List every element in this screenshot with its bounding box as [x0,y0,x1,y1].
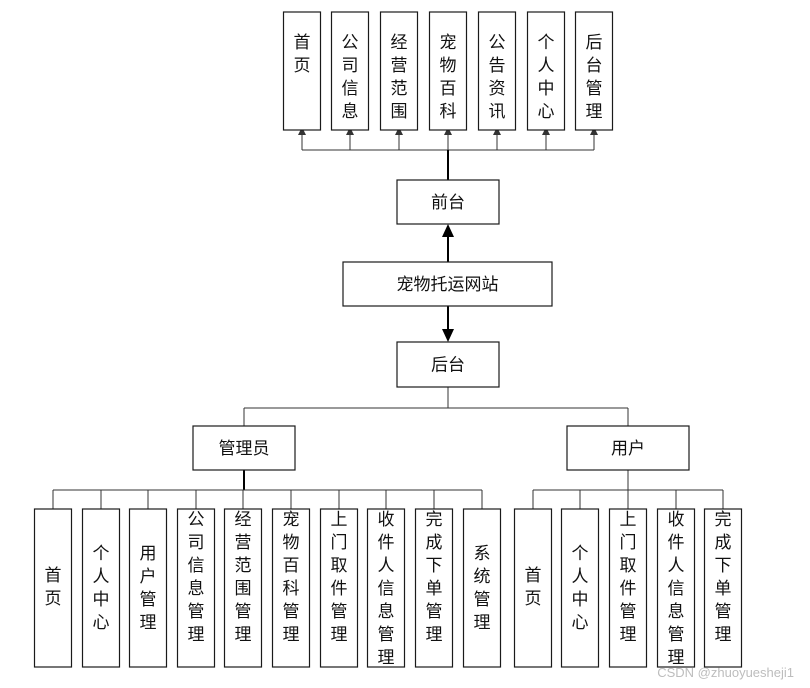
down-arrowhead [442,329,454,342]
admin-child-node-3-label: 用户管理 [140,544,157,633]
admin-child-node-8-label: 收件人信息管理 [378,510,395,668]
front-node-2: 公司信息 [330,11,370,131]
admin-node-label: 管理员 [219,439,270,459]
user-child-node-4: 收件人信息管理 [656,508,696,668]
user-child-node-2: 个人中心 [560,508,600,668]
admin-child-node-8: 收件人信息管理 [366,508,406,668]
user-child-node-3: 上门取件管理 [608,508,648,668]
front-node-2-label: 公司信息 [342,33,359,122]
admin-child-node-6-label: 宠物百科管理 [283,510,300,645]
user-node: 用户 [566,425,690,471]
root-node: 宠物托运网站 [342,261,553,307]
admin-child-node-2: 个人中心 [81,508,121,668]
front-node-3-label: 经营范围 [391,33,408,122]
admin-child-node-10-label: 系统管理 [474,544,491,633]
admin-child-node-4-label: 公司信息管理 [188,510,205,645]
user-child-node-5: 完成下单管理 [703,508,743,668]
front-node-6: 个人中心 [526,11,566,131]
user-child-node-2-label: 个人中心 [572,544,589,633]
frontend-node-label: 前台 [431,193,465,213]
backend-node: 后台 [396,341,500,388]
admin-child-node-2-label: 个人中心 [93,544,110,633]
front-node-4-label: 宠物百科 [440,33,457,122]
front-node-6-label: 个人中心 [538,33,555,122]
admin-child-node-1-label: 首页 [45,566,62,609]
admin-child-node-7: 上门取件管理 [319,508,359,668]
admin-child-node-9: 完成下单管理 [414,508,454,668]
root-node-label: 宠物托运网站 [397,275,499,295]
backend-node-label: 后台 [431,356,465,376]
admin-node: 管理员 [192,425,296,471]
up-arrowhead [442,224,454,237]
admin-child-node-3: 用户管理 [128,508,168,668]
front-node-7-label: 后台管理 [586,33,603,122]
frontend-node: 前台 [396,179,500,225]
admin-child-node-4: 公司信息管理 [176,508,216,668]
admin-child-node-5-label: 经营范围管理 [235,510,252,645]
admin-child-node-1: 首页 [33,508,73,668]
user-child-node-5-label: 完成下单管理 [715,510,732,645]
admin-child-node-10: 系统管理 [462,508,502,668]
front-node-3: 经营范围 [379,11,419,131]
front-node-1-label: 首页 [294,33,311,76]
front-node-7: 后台管理 [574,11,614,131]
user-child-node-3-label: 上门取件管理 [620,510,637,645]
front-node-1: 首页 [282,11,322,131]
front-node-5: 公告资讯 [477,11,517,131]
admin-child-node-5: 经营范围管理 [223,508,263,668]
front-node-5-label: 公告资讯 [489,33,506,122]
csdn-watermark: CSDN @zhuoyuesheji1 [657,665,794,680]
admin-child-node-6: 宠物百科管理 [271,508,311,668]
admin-child-node-9-label: 完成下单管理 [426,510,443,645]
front-node-4: 宠物百科 [428,11,468,131]
user-child-node-1-label: 首页 [525,566,542,609]
admin-child-node-7-label: 上门取件管理 [331,510,348,645]
user-child-node-4-label: 收件人信息管理 [668,510,685,668]
user-child-node-1: 首页 [513,508,553,668]
user-node-label: 用户 [611,439,645,459]
